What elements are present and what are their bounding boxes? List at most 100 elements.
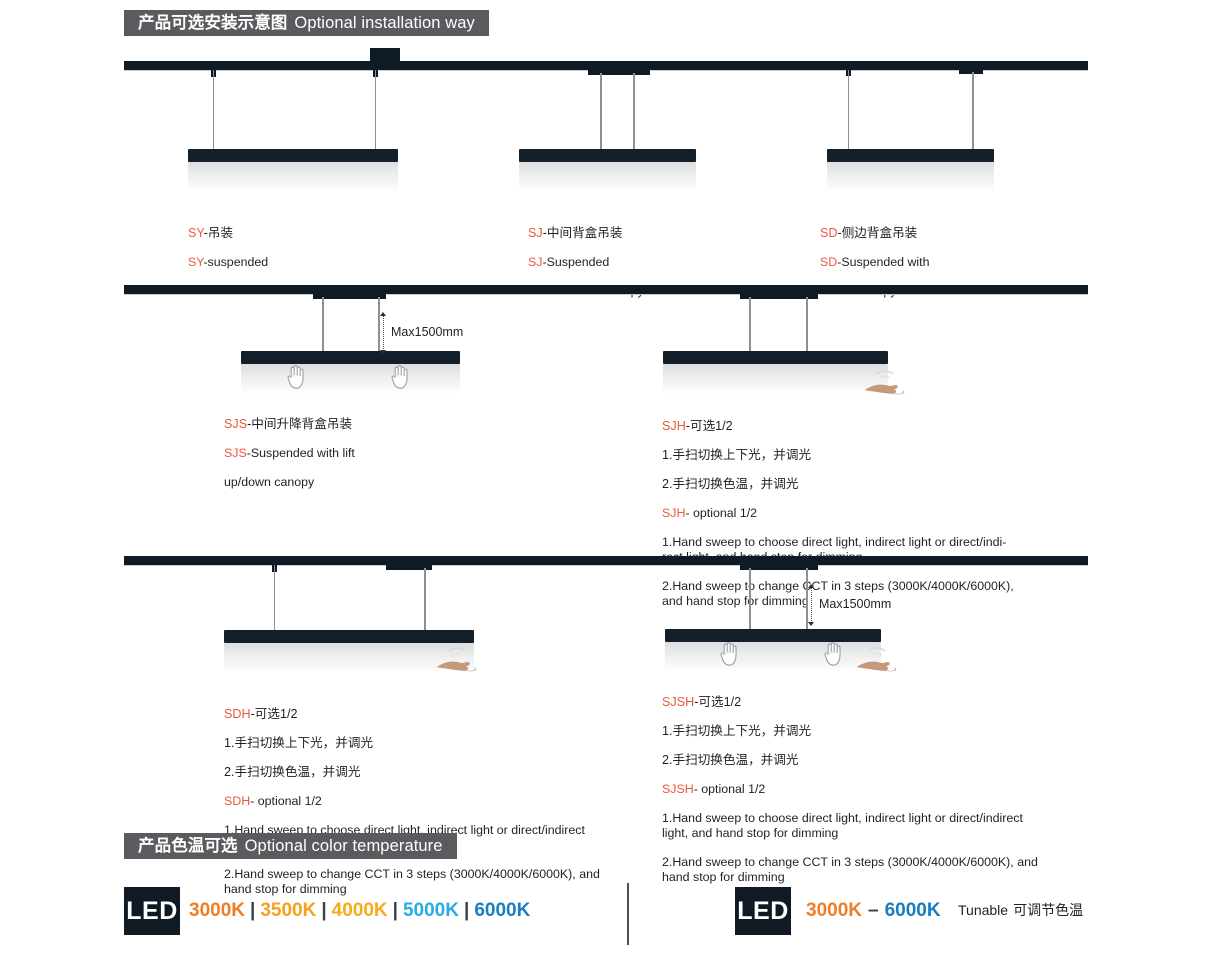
caption-text-sjs-en: -Suspended with lift <box>246 445 355 460</box>
caption-code-sdh-cn: SDH <box>224 706 251 721</box>
caption-text-sjsh-cn: -可选1/2 <box>694 694 742 709</box>
caption-code-sjs-en: SJS <box>224 445 247 460</box>
cct-tunable-note-en: Tunable <box>958 902 1009 918</box>
wire-sjsh-left <box>749 568 751 630</box>
canopy-sjs <box>313 285 386 299</box>
lightcone-sd <box>827 162 994 192</box>
dimension-arrow-up-sjs <box>380 312 387 316</box>
cct-separator: | <box>250 900 256 921</box>
wire-sdh-right <box>424 568 426 633</box>
cct-separator: | <box>392 900 398 921</box>
caption-sjsh-en-2: 2.Hand sweep to change CCT in 3 steps (3… <box>662 855 1038 884</box>
caption-sjh-cn-1: 1.手扫切换上下光，并调光 <box>662 447 812 462</box>
caption-code-sjh-en: SJH <box>662 506 686 521</box>
ceiling-underline-row2 <box>124 294 1088 295</box>
lightcone-sy <box>188 162 398 192</box>
caption-sdh-en-2: 2.Hand sweep to change CCT in 3 steps (3… <box>224 867 600 896</box>
caption-text-sj-en: -Suspended <box>542 254 610 269</box>
cct-tunable-note-cn: 可调节色温 <box>1013 902 1084 918</box>
caption-text-sd-cn: -侧边背盒吊装 <box>837 225 918 240</box>
caption-code-sj-cn: SJ <box>528 225 543 240</box>
fixture-sjs <box>241 351 460 364</box>
cct-separator: | <box>321 900 327 921</box>
canopy-sdh <box>386 556 432 570</box>
caption-sjh: SJH-可选1/2 1.手扫切换上下光，并调光 2.手扫切换色温，并调光 SJH… <box>662 404 1014 623</box>
caption-sdh-cn-1: 1.手扫切换上下光，并调光 <box>224 735 374 750</box>
section-header-color-temperature: 产品色温可选 Optional color temperature <box>124 833 457 859</box>
caption-code-sjsh-cn: SJSH <box>662 694 695 709</box>
caption-text-sy-en: -suspended <box>203 254 269 269</box>
led-badge-label-tunable: LED <box>737 896 789 925</box>
cct-value: 3500K <box>260 900 317 921</box>
hand-lift-icon-sjsh-left <box>720 642 737 666</box>
caption-code-sjs-cn: SJS <box>224 416 248 431</box>
dimension-label-sjsh: Max1500mm <box>819 597 892 611</box>
caption-text-sjs-cn: -中间升降背盒吊装 <box>247 416 353 431</box>
led-badge-label-fixed: LED <box>126 896 178 925</box>
dimension-dots-sjs <box>383 313 384 353</box>
caption-sjsh-cn-1: 1.手扫切换上下光，并调光 <box>662 723 812 738</box>
lightcone-sjs <box>241 364 460 394</box>
hand-sweep-icon-sjh <box>864 370 905 395</box>
lightcone-sjsh <box>665 642 881 672</box>
caption-code-sjh-cn: SJH <box>662 418 686 433</box>
hand-sweep-icon-sjsh <box>856 647 897 672</box>
fixture-sy <box>188 149 398 162</box>
wire-sjsh-right <box>806 568 808 630</box>
wire-sdh-left <box>273 565 276 633</box>
hand-sweep-icon-sdh <box>436 647 477 672</box>
caption-text-sjh-en: - optional 1/2 <box>685 506 758 521</box>
caption-sjh-cn-2: 2.手扫切换色温，并调光 <box>662 476 799 491</box>
cct-range-max: 6000K <box>884 900 941 921</box>
cct-value: 4000K <box>331 900 388 921</box>
cct-separator: | <box>463 900 470 921</box>
caption-sjsh-en-1: 1.Hand sweep to choose direct light, ind… <box>662 811 1023 840</box>
cct-range: 3000K – 6000K <box>806 901 941 920</box>
section-title-cn: 产品可选安装示意图 <box>138 13 288 32</box>
canopy-sd <box>959 61 983 74</box>
hand-lift-icon-sjsh-right <box>824 642 841 666</box>
led-badge-tunable: LED <box>735 887 791 935</box>
caption-sjh-en-2: 2.Hand sweep to change CCT in 3 steps (3… <box>662 579 1014 608</box>
fixture-sd <box>827 149 994 162</box>
cct-value-list: 3000K|3500K|4000K|5000K|6000K <box>189 901 530 920</box>
caption-sdh: SDH-可选1/2 1.手扫切换上下光，并调光 2.手扫切换色温，并调光 SDH… <box>224 692 600 911</box>
ceiling-bar-row3 <box>124 556 1088 565</box>
caption-text-sj-cn: -中间背盒吊装 <box>542 225 623 240</box>
caption-text-sdh-cn: -可选1/2 <box>250 706 298 721</box>
caption-sy: SY-吊装 SY-suspended <box>188 211 268 284</box>
section-title-cct-cn: 产品色温可选 <box>138 836 238 855</box>
cct-value: 5000K <box>402 900 459 921</box>
dimension-arrow-down-sjs <box>380 350 387 354</box>
cct-range-min: 3000K <box>806 900 862 921</box>
hand-lift-icon-sjs-right <box>391 365 408 389</box>
wire-sj-right <box>633 73 635 152</box>
wire-sy-right <box>374 70 377 152</box>
canopy-sjh <box>740 285 818 299</box>
section-header-installation: 产品可选安装示意图 Optional installation way <box>124 10 489 36</box>
dimension-arrow-up-sjsh <box>808 584 815 588</box>
wire-sj-left <box>600 73 602 152</box>
caption-sjs: SJS-中间升降背盒吊装 SJS-Suspended with lift up/… <box>224 402 355 504</box>
lightcone-sjh <box>663 364 888 394</box>
caption-code-sd-cn: SD <box>820 225 838 240</box>
caption-text-sy-cn: -吊装 <box>203 225 234 240</box>
section-divider <box>627 883 629 945</box>
caption-text-sjsh-en: - optional 1/2 <box>693 782 766 797</box>
wire-sjs-left <box>322 297 324 352</box>
lightcone-sdh <box>224 643 474 673</box>
caption-sdh-cn-2: 2.手扫切换色温，并调光 <box>224 764 361 779</box>
wire-sjh-right <box>806 297 808 352</box>
fixture-sdh <box>224 630 474 643</box>
caption-text-sd-en: -Suspended with <box>837 254 930 269</box>
caption-code-sdh-en: SDH <box>224 794 251 809</box>
caption-code-sd-en: SD <box>820 254 838 269</box>
cct-value: 3000K <box>189 900 245 921</box>
caption-text-sjs-en2: up/down canopy <box>224 474 315 489</box>
hand-lift-icon-sjs-left <box>287 365 304 389</box>
dimension-label-sjs: Max1500mm <box>391 325 464 339</box>
section-title-en: Optional installation way <box>294 13 475 32</box>
fixture-sjsh <box>665 629 881 642</box>
caption-sjsh: SJSH-可选1/2 1.手扫切换上下光，并调光 2.手扫切换色温，并调光 SJ… <box>662 680 1038 899</box>
canopy-sjsh <box>740 556 818 570</box>
